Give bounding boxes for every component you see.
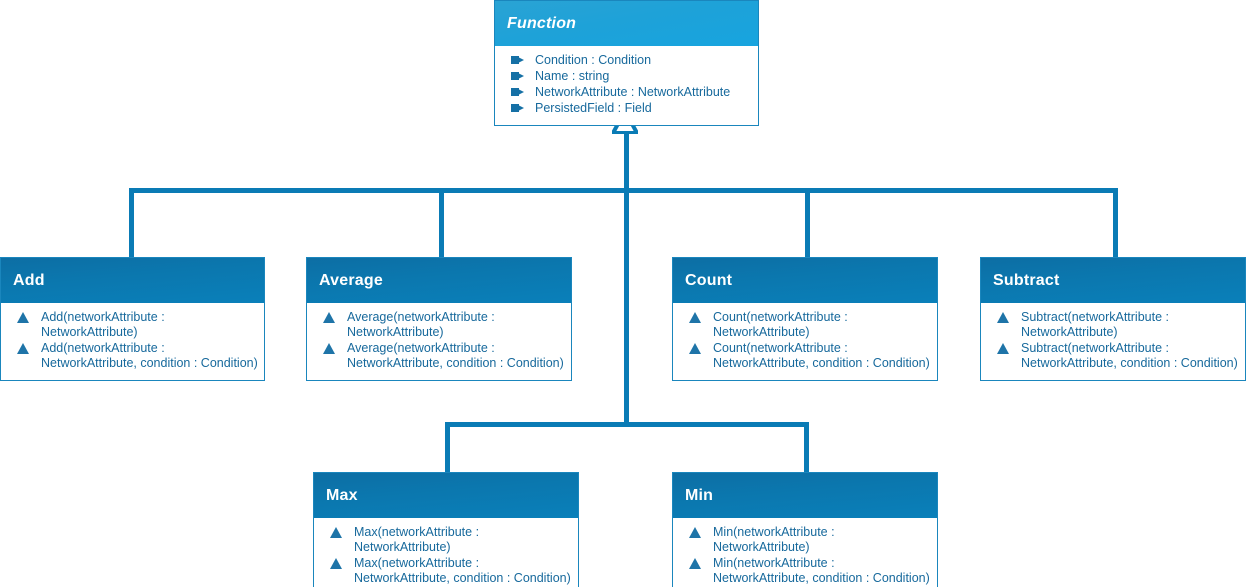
class-box-average[interactable]: Average Average(networkAttribute : Netwo… (306, 257, 572, 381)
method-icon (995, 343, 1011, 354)
class-box-add[interactable]: Add Add(networkAttribute : NetworkAttrib… (0, 257, 265, 381)
method-icon (328, 527, 344, 538)
class-member[interactable]: Min(networkAttribute : NetworkAttribute,… (679, 556, 931, 586)
connector-bus-lower (445, 422, 809, 427)
class-member[interactable]: Average(networkAttribute : NetworkAttrib… (313, 341, 565, 371)
method-icon (328, 558, 344, 569)
class-box-subtract[interactable]: Subtract Subtract(networkAttribute : Net… (980, 257, 1246, 381)
method-icon (687, 558, 703, 569)
connector-drop-add (129, 188, 134, 259)
property-icon (509, 87, 525, 97)
class-title-average: Average (307, 258, 571, 303)
class-title-count: Count (673, 258, 937, 303)
class-title-add: Add (1, 258, 264, 303)
class-member[interactable]: Add(networkAttribute : NetworkAttribute,… (7, 341, 258, 371)
connector-trunk-vertical (624, 128, 629, 427)
method-icon (687, 312, 703, 323)
class-member[interactable]: Min(networkAttribute : NetworkAttribute) (679, 525, 931, 555)
class-box-count[interactable]: Count Count(networkAttribute : NetworkAt… (672, 257, 938, 381)
class-members-add: Add(networkAttribute : NetworkAttribute)… (1, 303, 264, 380)
method-icon (995, 312, 1011, 323)
method-icon (15, 312, 31, 323)
class-box-function[interactable]: Function Condition : Condition Name : st… (494, 0, 759, 126)
class-title-min: Min (673, 473, 937, 518)
class-members-min: Min(networkAttribute : NetworkAttribute)… (673, 518, 937, 587)
connector-drop-average (439, 188, 444, 259)
class-title-max: Max (314, 473, 578, 518)
method-icon (687, 343, 703, 354)
method-icon (15, 343, 31, 354)
class-members-subtract: Subtract(networkAttribute : NetworkAttri… (981, 303, 1245, 380)
method-icon (321, 343, 337, 354)
method-icon (687, 527, 703, 538)
class-member[interactable]: Average(networkAttribute : NetworkAttrib… (313, 310, 565, 340)
class-member[interactable]: Subtract(networkAttribute : NetworkAttri… (987, 341, 1239, 371)
property-icon (509, 55, 525, 65)
property-icon (509, 103, 525, 113)
connector-drop-count (805, 188, 810, 259)
connector-drop-min (804, 422, 809, 474)
method-icon (321, 312, 337, 323)
class-members-max: Max(networkAttribute : NetworkAttribute)… (314, 518, 578, 587)
class-members-function: Condition : Condition Name : string Netw… (495, 46, 758, 125)
class-member[interactable]: Condition : Condition (501, 53, 752, 68)
class-box-min[interactable]: Min Min(networkAttribute : NetworkAttrib… (672, 472, 938, 587)
property-icon (509, 71, 525, 81)
class-member[interactable]: Name : string (501, 69, 752, 84)
class-box-max[interactable]: Max Max(networkAttribute : NetworkAttrib… (313, 472, 579, 587)
class-member[interactable]: Add(networkAttribute : NetworkAttribute) (7, 310, 258, 340)
class-member[interactable]: PersistedField : Field (501, 101, 752, 116)
class-members-count: Count(networkAttribute : NetworkAttribut… (673, 303, 937, 380)
class-member[interactable]: Subtract(networkAttribute : NetworkAttri… (987, 310, 1239, 340)
class-members-average: Average(networkAttribute : NetworkAttrib… (307, 303, 571, 380)
class-title-subtract: Subtract (981, 258, 1245, 303)
class-member[interactable]: Count(networkAttribute : NetworkAttribut… (679, 341, 931, 371)
class-member[interactable]: Max(networkAttribute : NetworkAttribute) (320, 525, 572, 555)
connector-drop-subtract (1113, 188, 1118, 259)
class-member[interactable]: NetworkAttribute : NetworkAttribute (501, 85, 752, 100)
connector-drop-max (445, 422, 450, 474)
class-member[interactable]: Max(networkAttribute : NetworkAttribute,… (320, 556, 572, 586)
class-member[interactable]: Count(networkAttribute : NetworkAttribut… (679, 310, 931, 340)
class-title-function: Function (495, 1, 758, 46)
connector-bus-upper (129, 188, 1118, 193)
